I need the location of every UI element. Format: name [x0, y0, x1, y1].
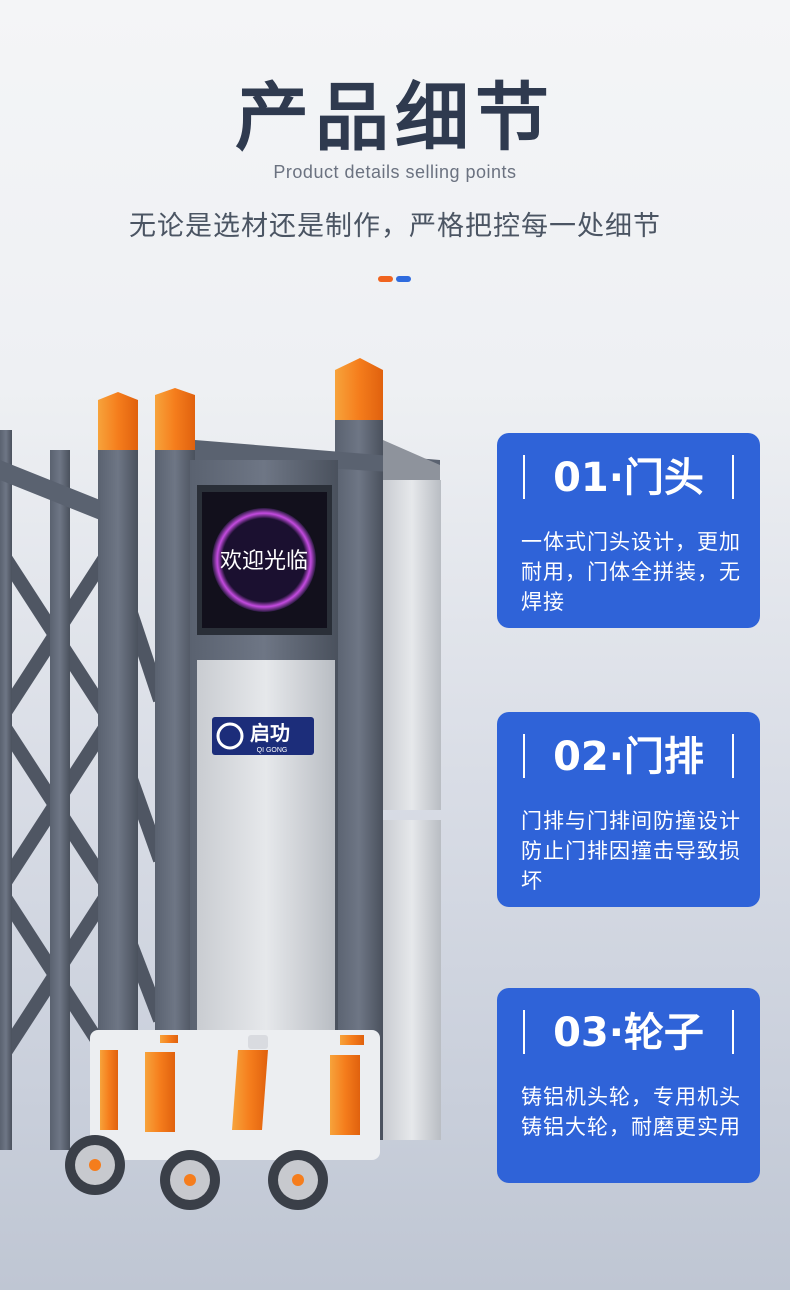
gate-illustration: 欢迎光临 启功 QI GONG [0, 358, 441, 1210]
orange-post-caps [98, 358, 383, 450]
wheels [65, 1135, 328, 1210]
led-welcome-text: 欢迎光临 [220, 549, 308, 574]
page-subtitle-cn: 无论是选材还是制作，严格把控每一处细节 [129, 211, 661, 242]
page-subtitle-en: Product details selling points [273, 162, 517, 182]
card-bar-left [523, 734, 525, 778]
feature-title-1: 01·门头 [553, 455, 704, 501]
card-bar-left [523, 1010, 525, 1054]
feature-text-3: 铸铝机头轮，专用机头铸铝大轮，耐磨更实用 [521, 1085, 741, 1139]
card-bar-right [732, 455, 734, 499]
feature-title-3: 03·轮子 [553, 1010, 704, 1056]
decor-dots [378, 276, 414, 282]
feature-text-2: 门排与门排间防撞设计 防止门排因撞击导致损坏 [521, 809, 763, 893]
card-bar-right [732, 734, 734, 778]
orange-dot [378, 276, 393, 282]
lattice-posts [0, 430, 70, 1150]
page-title: 产品细节 [235, 75, 555, 161]
feature-title-2: 02·门排 [553, 734, 704, 780]
brand-logo-text: 启功 [250, 721, 290, 745]
feature-card-3: 03·轮子 铸铝机头轮，专用机头铸铝大轮，耐磨更实用 [497, 988, 760, 1183]
gate-base [90, 1030, 380, 1160]
card-bar-right [732, 1010, 734, 1054]
card-bar-left [523, 455, 525, 499]
feature-text-1: 一体式门头设计，更加耐用，门体全拼装，无焊接 [521, 530, 741, 614]
feature-card-1: 01·门头 一体式门头设计，更加耐用，门体全拼装，无焊接 [497, 433, 760, 628]
blue-dot [396, 276, 411, 282]
feature-card-2: 02·门排 门排与门排间防撞设计 防止门排因撞击导致损坏 [497, 712, 763, 907]
brand-logo-en: QI GONG [257, 747, 288, 754]
